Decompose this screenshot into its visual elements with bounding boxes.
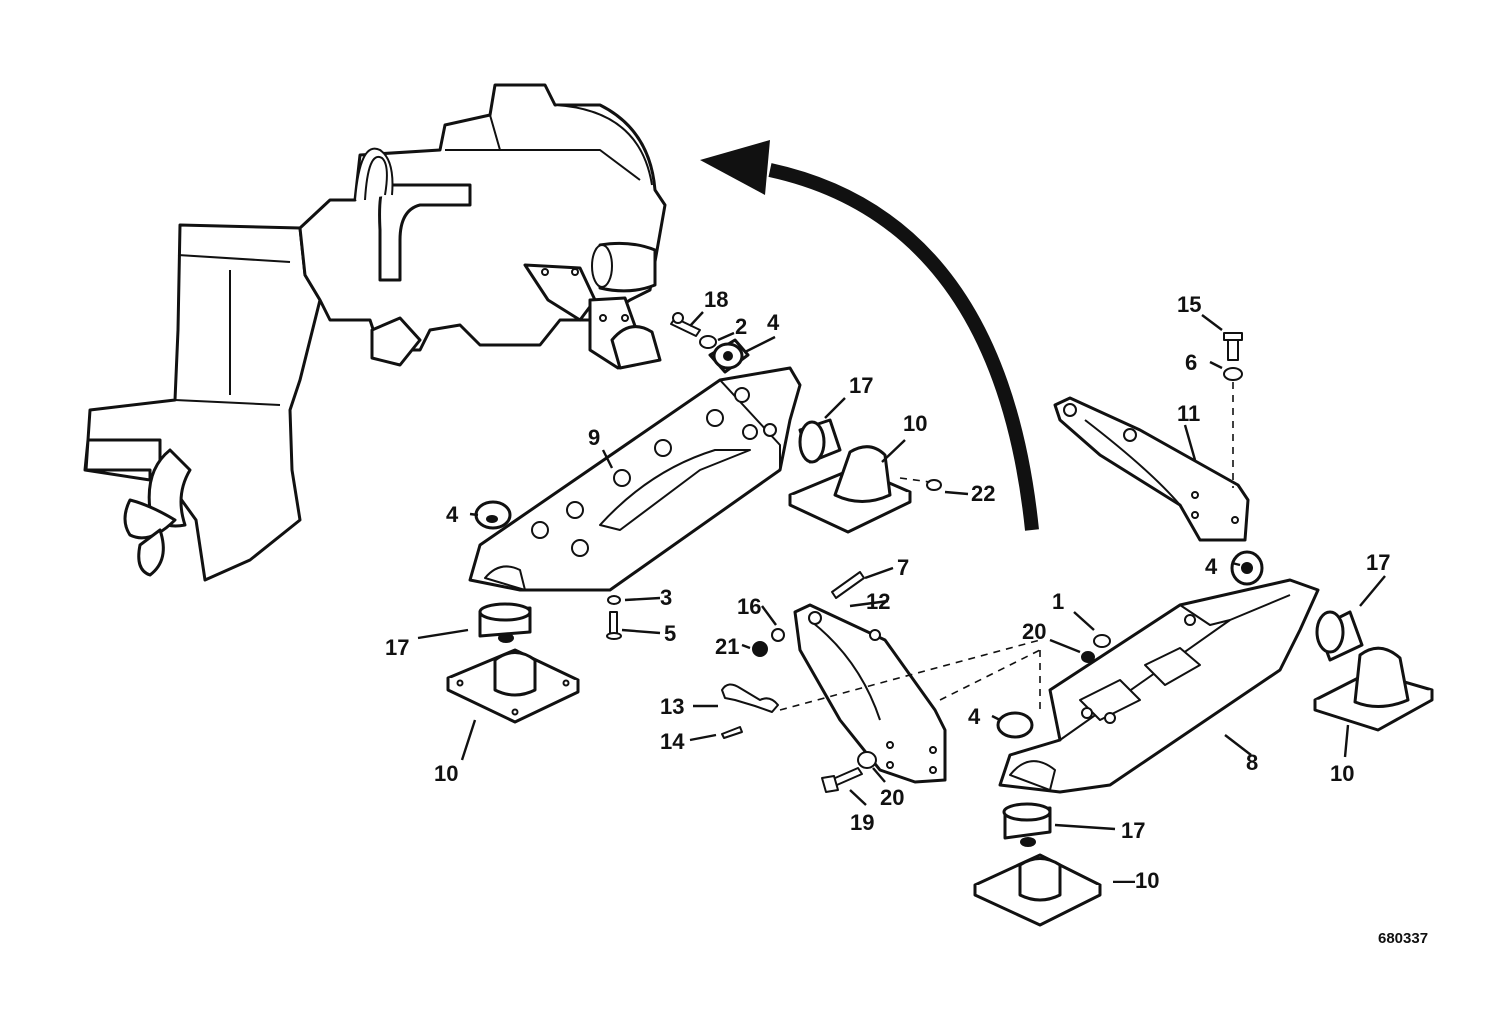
alignment-line [939,649,1041,701]
callout-4: 4 [446,502,459,527]
callout-4: 4 [968,704,981,729]
callout-20: 20 [880,785,904,810]
mount-cushion [474,500,512,530]
rubber-mount [1002,802,1052,847]
figure-number: 680337 [1378,930,1428,947]
callout-13: 13 [660,694,684,719]
bolt [821,767,863,793]
mount-cushion [708,338,750,374]
rubber-mount [798,418,842,464]
callout-3: 3 [660,585,672,610]
callout-17: 17 [1121,818,1145,843]
washer [699,335,717,349]
mount-base [788,445,912,534]
callout-4: 4 [767,310,780,335]
nut [926,479,942,491]
mount-base [1313,646,1434,732]
washer [1081,651,1095,663]
callouts: 1 2 3 4 4 4 4 5 6 7 8 9 10 10 10 —10 11 … [385,287,1390,893]
callout-16: 16 [737,594,761,619]
left-mount-bracket [468,366,802,592]
callout-17: 17 [385,635,409,660]
callout-9: 9 [588,425,600,450]
callout-17: 17 [849,373,873,398]
stud [831,571,865,599]
callout-10: 10 [1330,761,1354,786]
rubber-mount [1315,610,1364,662]
callout-14: 14 [660,729,685,754]
callout-17: 17 [1366,550,1390,575]
callout-5: 5 [664,621,676,646]
callout-10: 10 [434,761,458,786]
clamp [721,683,779,713]
support-bracket [793,603,947,784]
callout-12: 12 [866,589,890,614]
bolt [606,611,622,640]
callout-15: 15 [1177,292,1201,317]
alignment-line [899,477,931,483]
callout-6: 6 [1185,350,1197,375]
callout-18: 18 [704,287,728,312]
callout-2: 2 [735,314,747,339]
engine-assembly [83,83,667,582]
mount-cushion [996,711,1034,739]
alignment-line [779,639,1041,711]
nut [607,595,621,605]
callout-21: 21 [715,634,739,659]
right-mount-bracket [998,578,1320,794]
callout-7: 7 [897,555,909,580]
nut [752,641,768,657]
leader-lines [417,311,1386,831]
callout-22: 22 [971,481,995,506]
screw [721,726,743,739]
callout-19: 19 [850,810,874,835]
bolt [670,312,701,337]
support-bracket [1053,396,1250,542]
nut [1093,634,1111,648]
mount-base [973,853,1102,927]
callout-10: 10 [903,411,927,436]
callout-1: 1 [1052,589,1064,614]
mount-cushion [1230,550,1264,586]
mount-base [446,648,580,724]
callout-20: 20 [1022,619,1046,644]
washer [857,751,877,769]
washer [771,628,785,642]
callout-11: 11 [1177,401,1200,426]
callout-4: 4 [1205,554,1218,579]
rubber-mount [478,602,532,643]
callout-10: —10 [1113,868,1159,893]
assembly-direction-arrow [700,140,1039,531]
washer [1223,367,1243,381]
callout-8: 8 [1246,750,1258,775]
bolt [1223,332,1243,361]
